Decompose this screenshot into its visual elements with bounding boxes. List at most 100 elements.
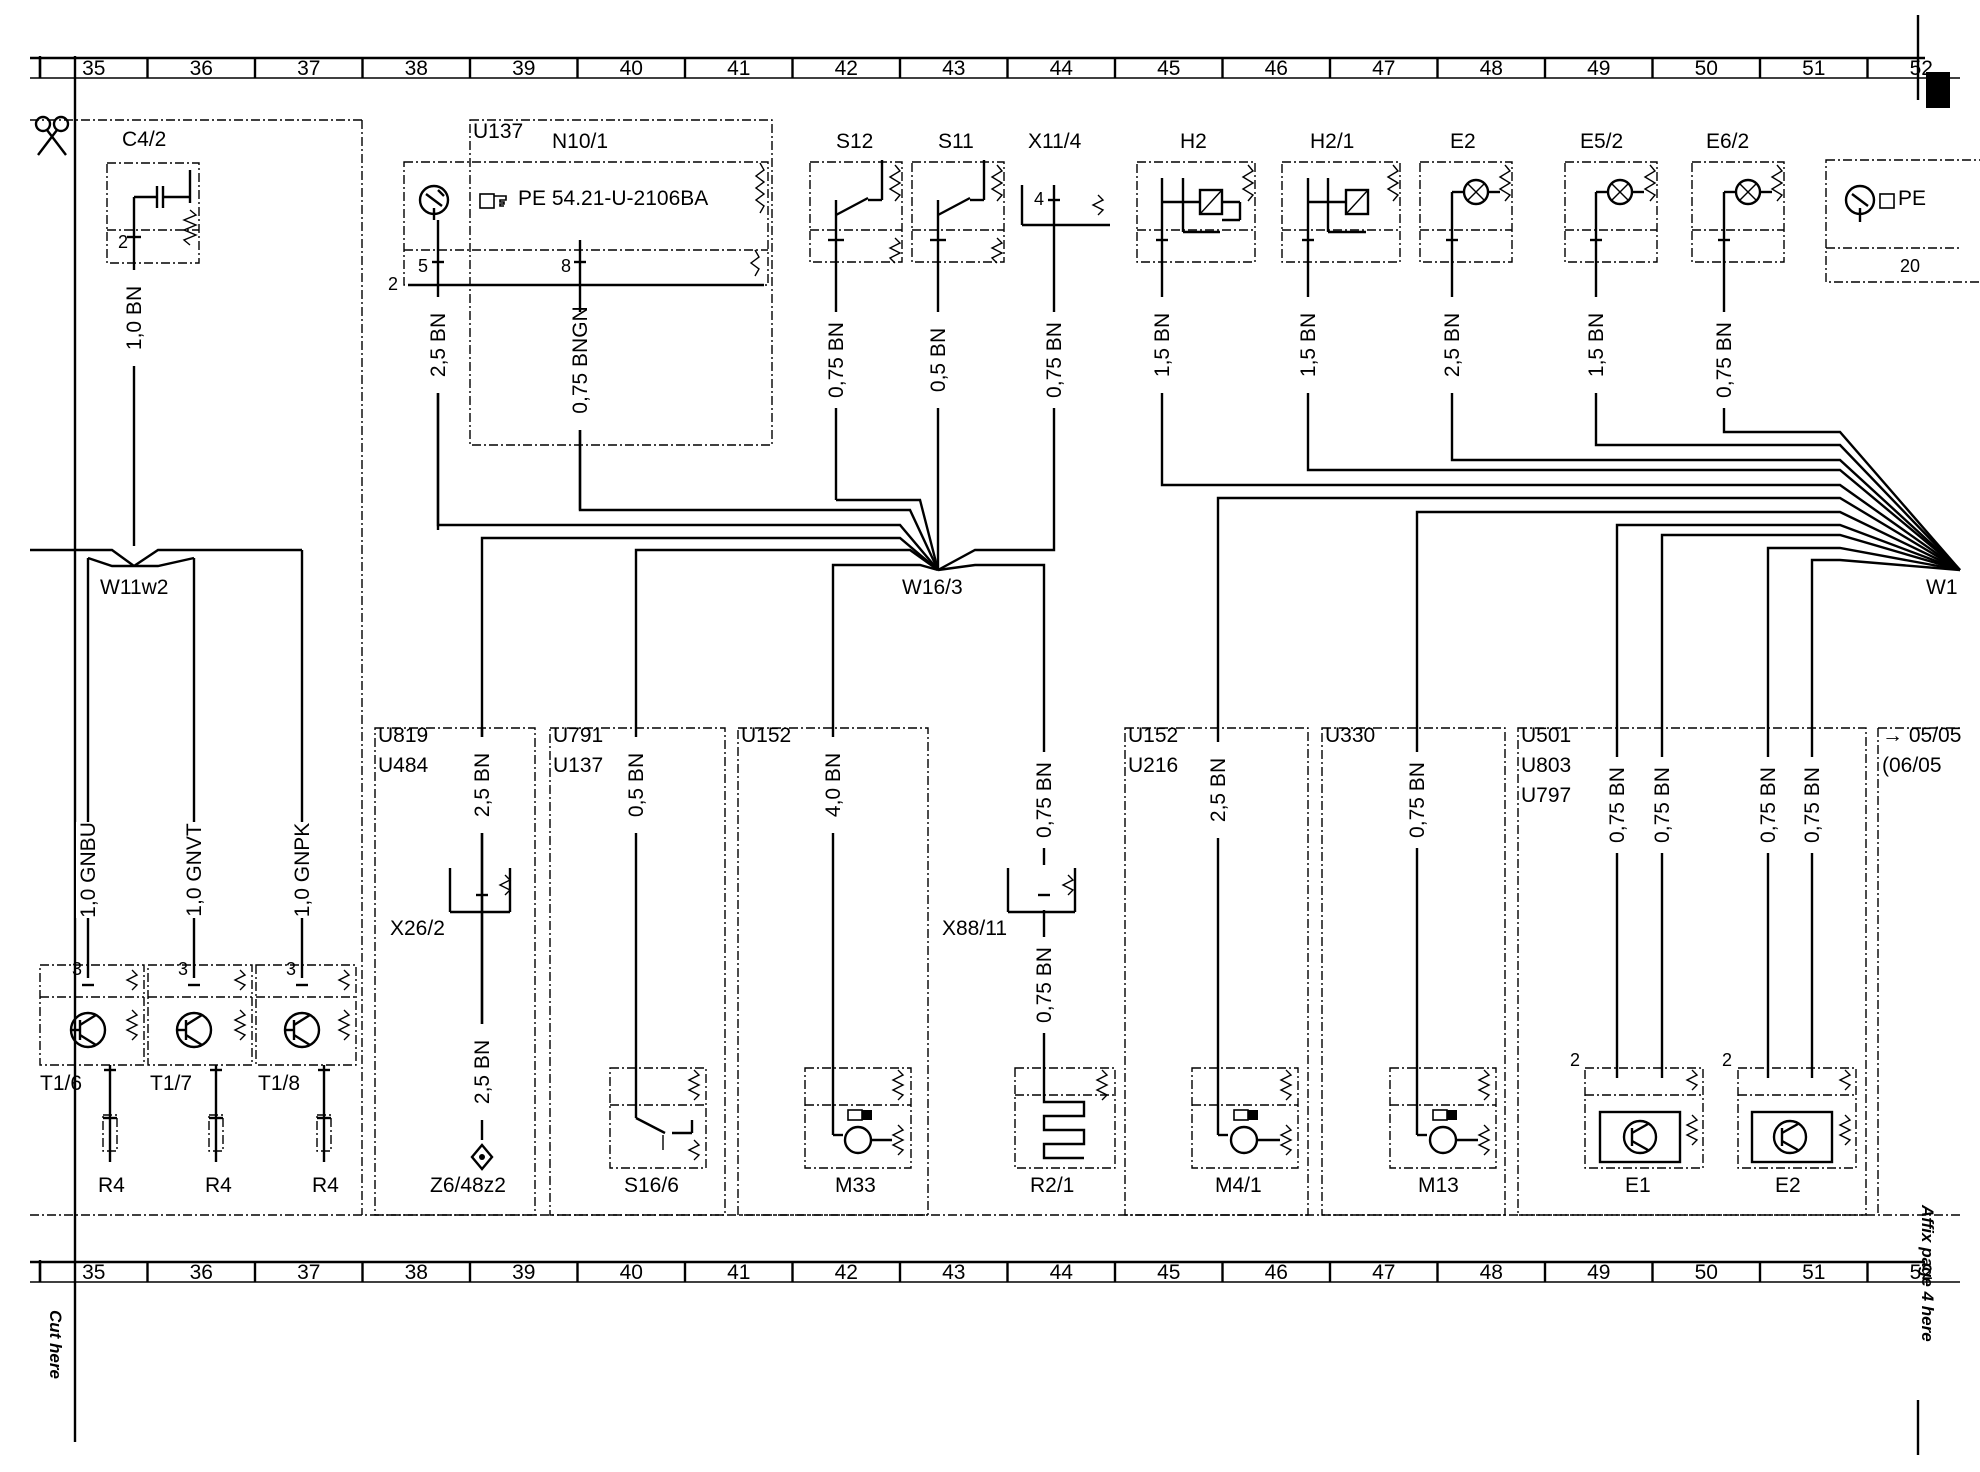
wire-label: 1,5 BN [1585, 313, 1608, 377]
lamp-e5-2 [1564, 161, 1658, 310]
connector-x88-11 [1006, 868, 1077, 914]
label-w1: W1 [1926, 576, 1958, 599]
horn-h2 [1136, 161, 1256, 310]
splice-z6-48z2 [470, 1143, 494, 1171]
wire-label-bg [1032, 937, 1056, 1033]
pin-x11-4: 4 [1034, 189, 1044, 209]
switch-s12 [809, 160, 903, 500]
wire-label-bg [568, 312, 592, 408]
wire-label: 0,5 BN [625, 753, 648, 817]
code-u791: U791 [553, 724, 603, 747]
label-x11-4: X11/4 [1028, 130, 1082, 153]
column-number: 44 [1050, 57, 1074, 80]
wire-label: 0,5 BN [927, 328, 950, 392]
wire-label-bg [76, 822, 100, 918]
wire-label-bg [1605, 757, 1629, 853]
wire-label-bg [122, 270, 146, 366]
code-u137: U137 [553, 754, 603, 777]
label-t1-8: T1/8 [258, 1072, 300, 1095]
lower-wires [86, 728, 1814, 1140]
label-e6-2: E6/2 [1706, 130, 1749, 153]
switch-s11 [911, 160, 1005, 500]
pin-n10-1-c: 8 [561, 256, 571, 276]
column-number: 35 [82, 57, 105, 80]
column-number: 39 [512, 57, 535, 80]
group-frames [30, 119, 1960, 1216]
label-r4-3: R4 [312, 1174, 339, 1197]
wire-label-bg [821, 737, 845, 833]
wire-label-bg [1712, 312, 1736, 408]
column-number: 46 [1265, 57, 1288, 80]
wire-label-bg [1405, 752, 1429, 848]
pin-partial: 20 [1900, 256, 1920, 276]
column-number: 43 [942, 1261, 965, 1284]
wire-label-bg [1150, 297, 1174, 393]
wire-label: 0,75 BN [1757, 767, 1780, 843]
wire-label: 0,75 BN [825, 322, 848, 398]
pointer-text: PE 54.21-U-2106BA [518, 187, 708, 210]
pin-e1: 2 [1570, 1050, 1580, 1070]
label-m13: M13 [1418, 1174, 1459, 1197]
horn-h2-1 [1281, 161, 1401, 310]
column-number: 40 [620, 1261, 643, 1284]
code-u216: U216 [1128, 754, 1178, 777]
wire-label: 1,5 BN [1151, 313, 1174, 377]
wire-label: 0,75 BNGN [569, 306, 592, 413]
motor-m13 [1389, 1067, 1497, 1169]
column-number: 48 [1480, 1261, 1503, 1284]
cut-here-label: Cut here [46, 1310, 65, 1379]
resistor-r4-3 [316, 1095, 332, 1162]
label-e2-bottom: E2 [1775, 1174, 1801, 1197]
switch-s16-6 [609, 1067, 707, 1169]
wire-label-bg [824, 312, 848, 408]
lamp-e6-2 [1691, 161, 1785, 310]
column-number: 41 [727, 1261, 750, 1284]
column-number: 44 [1050, 1261, 1074, 1284]
column-number: 35 [82, 1261, 105, 1284]
column-number: 38 [405, 57, 428, 80]
wire-label: 2,5 BN [471, 1040, 494, 1104]
transistor-t1-6 [39, 964, 145, 1095]
connector-x26-2 [448, 868, 512, 914]
label-z6-48z2: Z6/48z2 [430, 1174, 506, 1197]
wire-label: 1,0 GNVT [183, 823, 206, 917]
column-number: 49 [1587, 1261, 1610, 1284]
wire-label: 2,5 BN [427, 313, 450, 377]
wire-label: 0,75 BN [1801, 767, 1824, 843]
column-number: 45 [1157, 1261, 1180, 1284]
wire-label: 1,0 GNPK [291, 823, 314, 918]
label-m33: M33 [835, 1174, 876, 1197]
wire-label-bg [1800, 757, 1824, 853]
pointer-text-cut: PE [1898, 187, 1926, 210]
capacitor-c4-2 [106, 162, 200, 392]
code-06-05: (06/05 [1882, 754, 1942, 777]
code-u819: U819 [378, 724, 428, 747]
wire-label-bg [426, 297, 450, 393]
column-number: 37 [297, 1261, 320, 1284]
column-number: 51 [1802, 1261, 1825, 1284]
column-number: 41 [727, 57, 750, 80]
pin-c4-2: 2 [118, 232, 128, 252]
column-number: 38 [405, 1261, 428, 1284]
column-number: 50 [1695, 57, 1718, 80]
wire-label-bg [1756, 757, 1780, 853]
registration-block [1926, 72, 1950, 108]
label-m4-1: M4/1 [1215, 1174, 1262, 1197]
column-number: 51 [1802, 57, 1825, 80]
harness-w11w2 [30, 392, 304, 825]
column-number: 42 [835, 1261, 858, 1284]
label-t1-6: T1/6 [40, 1072, 82, 1095]
wire-label: 0,75 BN [1606, 767, 1629, 843]
wire-label-bg [1650, 757, 1674, 853]
wire-label: 0,75 BN [1033, 947, 1056, 1023]
partial-control-unit [1825, 159, 1980, 283]
pointer-hand-icon-2 [1879, 193, 1895, 209]
column-number: 48 [1480, 57, 1503, 80]
code-u484: U484 [378, 754, 429, 777]
column-number: 47 [1372, 1261, 1395, 1284]
label-t1-7: T1/7 [150, 1072, 192, 1095]
label-e5-2: E5/2 [1580, 130, 1623, 153]
light-unit-e2 [1737, 1067, 1857, 1169]
